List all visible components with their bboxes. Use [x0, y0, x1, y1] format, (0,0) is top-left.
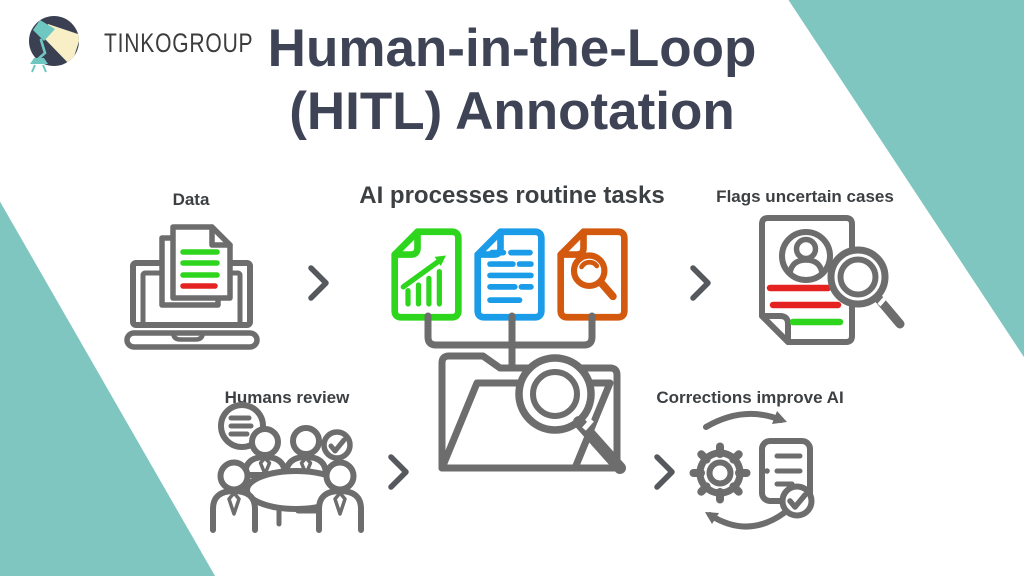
step-label-data: Data [172, 190, 210, 209]
folder-magnifier-icon [424, 312, 626, 474]
step-label-corrections: Corrections improve AI [656, 388, 844, 407]
chart-document-icon [391, 228, 462, 321]
brand-name: TINKOGROUP [104, 27, 254, 58]
page-title: Human-in-the-Loop (HITL) Annotation [268, 18, 757, 143]
step-label-humans-review: Humans review [224, 388, 350, 407]
text-document-icon [474, 228, 545, 321]
brand-logo: TINKOGROUP [14, 8, 296, 78]
step-label-ai-processes: AI processes routine tasks [359, 182, 665, 209]
team-meeting-icon [210, 402, 364, 533]
chevron-right-icon [388, 454, 409, 490]
title-line-1: Human-in-the-Loop [267, 19, 757, 78]
laptop-documents-icon [124, 224, 260, 350]
search-document-icon [557, 228, 628, 321]
gear-checklist-cycle-icon [689, 410, 815, 530]
step-label-flags-uncertain: Flags uncertain cases [716, 187, 894, 206]
title-line-2: (HITL) Annotation [289, 81, 735, 141]
chevron-right-icon [690, 265, 711, 301]
flagged-document-magnifier-icon [759, 215, 905, 345]
chevron-right-icon [654, 454, 675, 490]
chevron-right-icon [308, 265, 329, 301]
desk-lamp-icon [29, 16, 79, 73]
